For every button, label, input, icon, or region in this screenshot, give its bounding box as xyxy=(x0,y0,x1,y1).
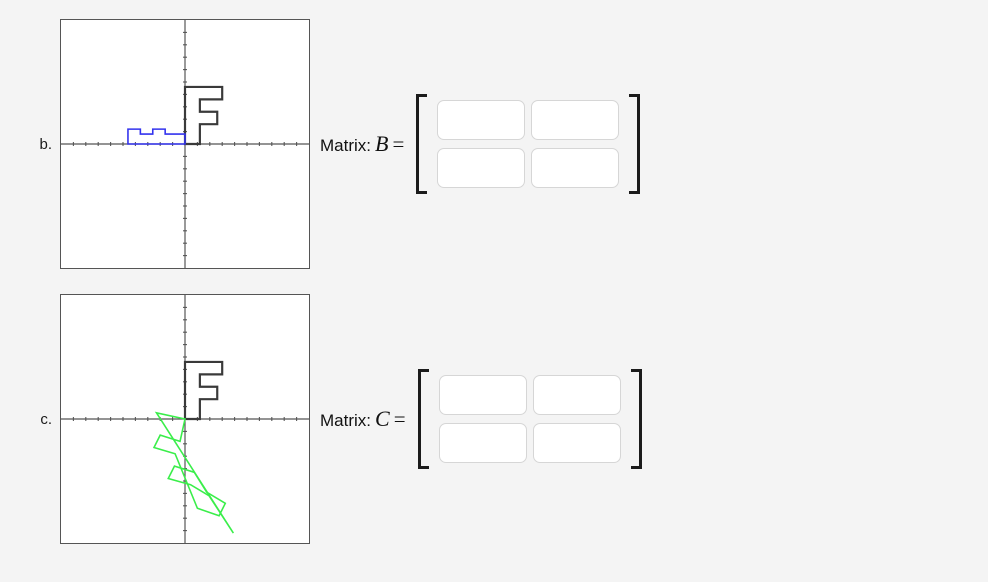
right-bracket-c xyxy=(629,369,642,469)
left-bracket-bottom-arm xyxy=(416,191,428,194)
right-bracket-top-arm xyxy=(630,369,642,372)
right-bracket-bottom-arm xyxy=(630,466,642,469)
left-bracket-b xyxy=(416,94,429,194)
matrix-c-cell-r1c1[interactable] xyxy=(438,375,527,415)
right-bracket-top-arm xyxy=(629,94,641,97)
matrix-input-group-c xyxy=(417,369,642,469)
transformed-shape-b xyxy=(127,128,186,145)
problem-label-b: b. xyxy=(39,135,52,153)
matrix-label-c: Matrix:C= xyxy=(320,406,406,432)
matrix-label-b: Matrix:B= xyxy=(320,131,404,157)
matrix-input-group-b xyxy=(416,94,641,194)
matrix-c-cell-r2c2[interactable] xyxy=(532,423,621,463)
matrix-equals-c: = xyxy=(393,407,406,431)
matrix-b-cell-r2c1[interactable] xyxy=(437,148,526,188)
matrix-cells-b xyxy=(429,94,627,194)
matrix-b-cell-r1c1[interactable] xyxy=(437,100,526,140)
matrix-prefix-b: Matrix: xyxy=(320,136,371,155)
matrix-variable-c: C xyxy=(375,406,390,431)
coordinate-plane-c xyxy=(61,295,309,543)
transformed-shape-c xyxy=(152,411,235,534)
left-bracket-top-arm xyxy=(417,369,429,372)
coordinate-plane-b xyxy=(61,20,309,268)
original-f-shape xyxy=(183,360,224,421)
matrix-c-cell-r1c2[interactable] xyxy=(532,375,621,415)
matrix-cells-c xyxy=(431,369,629,469)
matrix-equals-b: = xyxy=(392,132,405,156)
matrix-area-b: Matrix:B= xyxy=(320,94,641,194)
problem-row-b: b. Matrix:B= xyxy=(0,19,988,269)
plot-panel-c xyxy=(60,294,310,544)
matrix-c-cell-r2c1[interactable] xyxy=(438,423,527,463)
matrix-prefix-c: Matrix: xyxy=(320,411,371,430)
left-bracket-c xyxy=(417,369,431,469)
original-f-shape xyxy=(183,85,224,146)
right-bracket-b xyxy=(627,94,641,194)
left-bracket-top-arm xyxy=(416,94,428,97)
plot-panel-b xyxy=(60,19,310,269)
matrix-variable-b: B xyxy=(375,131,389,156)
problem-row-c: c. Matrix:C= xyxy=(0,294,988,544)
matrix-b-cell-r1c2[interactable] xyxy=(531,100,620,140)
matrix-area-c: Matrix:C= xyxy=(320,369,642,469)
matrix-b-cell-r2c2[interactable] xyxy=(531,148,620,188)
left-bracket-bottom-arm xyxy=(417,466,429,469)
right-bracket-bottom-arm xyxy=(629,191,641,194)
problem-label-c: c. xyxy=(40,410,52,428)
